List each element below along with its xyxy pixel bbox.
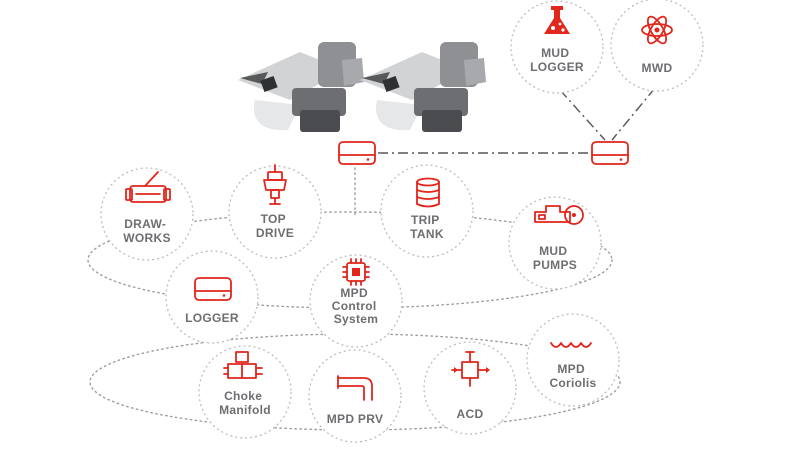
wave-icon xyxy=(550,342,592,348)
drawworks-line-1: DRAW- xyxy=(124,217,166,231)
choke-manifold-label: Choke Manifold xyxy=(219,389,271,417)
node-acd: ACD xyxy=(423,341,517,435)
mpd-control-line-1: MPD xyxy=(340,286,368,300)
node-trip-tank: TRIP TANK xyxy=(380,164,474,258)
server-icon xyxy=(194,277,232,301)
upper-loop xyxy=(87,211,613,309)
drawworks-line-2: WORKS xyxy=(123,231,171,245)
node-mwd: MWD xyxy=(610,0,704,92)
node-top-drive: TOP DRIVE xyxy=(228,164,322,259)
node-drawworks: DRAW- WORKS xyxy=(100,167,194,261)
mud-pumps-line-2: PUMPS xyxy=(533,258,577,272)
connections xyxy=(354,87,656,216)
chip-icon xyxy=(342,258,370,286)
node-mpd-prv: MPD PRV xyxy=(308,349,402,443)
mpd-control-label: MPD Control System xyxy=(332,286,380,326)
mud-logger-link xyxy=(559,89,606,141)
acd-label: ACD xyxy=(457,407,484,421)
mud-logger-line-2: LOGGER xyxy=(530,60,584,74)
top-drive-icon xyxy=(263,164,287,205)
node-mpd-control: MPD Control System xyxy=(309,254,403,348)
mpd-coriolis-label: MPD Coriolis xyxy=(549,362,596,390)
acd-line-1: ACD xyxy=(457,407,484,421)
driller-chair-right xyxy=(360,42,486,132)
mud-pumps-label: MUD PUMPS xyxy=(533,244,577,272)
pipe-icon xyxy=(337,375,373,401)
node-mpd-coriolis: MPD Coriolis xyxy=(526,313,620,407)
mpd-coriolis-line-2: Coriolis xyxy=(549,376,596,390)
top-drive-label: TOP DRIVE xyxy=(256,212,294,240)
switch-right-icon xyxy=(591,141,629,165)
logger-line-1: LOGGER xyxy=(185,311,239,325)
top-drive-line-1: TOP xyxy=(261,212,286,226)
node-mud-pumps: MUD PUMPS xyxy=(508,196,602,290)
pump-icon xyxy=(534,205,584,225)
logger-label: LOGGER xyxy=(185,311,239,325)
mpd-control-line-3: System xyxy=(334,312,379,326)
barrel-icon xyxy=(416,177,440,208)
trip-tank-label: TRIP TANK xyxy=(410,213,444,241)
flask-icon xyxy=(544,6,570,34)
drawworks-label: DRAW- WORKS xyxy=(123,217,171,245)
acd-icon xyxy=(451,351,490,387)
mpd-coriolis-line-1: MPD xyxy=(557,362,585,376)
node-mud-logger: MUD LOGGER xyxy=(510,0,604,94)
switch-center-icon xyxy=(338,141,376,165)
choke-manifold-line-1: Choke xyxy=(224,389,262,403)
valve-icon xyxy=(223,351,263,379)
trip-tank-line-2: TANK xyxy=(410,227,444,241)
mpd-control-line-2: Control xyxy=(332,299,377,313)
node-choke-manifold: Choke Manifold xyxy=(198,345,292,439)
trip-tank-line-1: TRIP xyxy=(411,213,439,227)
top-drive-line-2: DRIVE xyxy=(256,226,294,240)
mpd-prv-label: MPD PRV xyxy=(327,412,384,426)
driller-chair-left xyxy=(238,42,364,132)
atom-icon xyxy=(641,15,673,45)
mud-pumps-line-1: MUD xyxy=(539,244,567,258)
drawworks-icon xyxy=(125,171,171,203)
mud-logger-line-1: MUD xyxy=(541,46,569,60)
choke-manifold-line-2: Manifold xyxy=(219,403,271,417)
mud-logger-label: MUD LOGGER xyxy=(530,46,584,74)
node-logger: LOGGER xyxy=(165,250,259,344)
mwd-label: MWD xyxy=(642,61,673,75)
mwd-link xyxy=(611,87,656,141)
mwd-line-1: MWD xyxy=(642,61,673,75)
mpd-prv-line-1: MPD PRV xyxy=(327,412,384,426)
